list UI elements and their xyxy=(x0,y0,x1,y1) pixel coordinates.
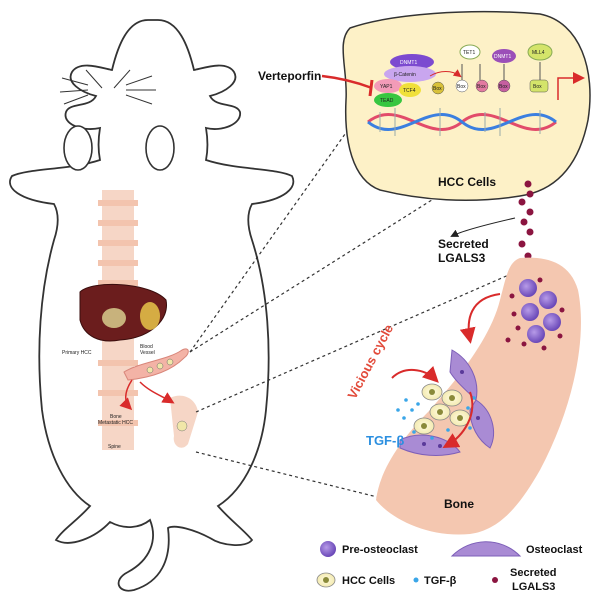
cycle-arrow-right xyxy=(442,391,474,448)
legend-hcc-cells: HCC Cells xyxy=(342,575,395,587)
protein-yap1: YAP1 xyxy=(380,84,393,90)
mouse-leg-bone xyxy=(170,395,198,448)
legend-osteoclast-swatch xyxy=(450,541,522,557)
hcc-cells-label: HCC Cells xyxy=(438,175,496,189)
legend-osteoclast: Osteoclast xyxy=(526,544,583,556)
transcription-arrow xyxy=(557,72,585,100)
liver xyxy=(79,283,167,342)
recruit-arrow xyxy=(459,293,501,344)
hcc-cell-blob xyxy=(342,10,591,201)
protein-complex xyxy=(374,54,436,107)
label-bone-meta-1: Bone xyxy=(110,414,122,420)
label-blood: Blood xyxy=(140,344,153,350)
inhibition-bar xyxy=(368,79,374,97)
protein-tead: TEAD xyxy=(380,98,394,104)
legend-pre-osteoclast: Pre-osteoclast xyxy=(342,544,418,556)
label-vessel: Vessel xyxy=(140,350,155,356)
lgals3-cluster xyxy=(505,277,565,351)
regulator-icons xyxy=(431,43,553,95)
legend-tgf-swatch xyxy=(413,577,419,583)
osteoclast-group xyxy=(399,349,494,456)
vicious-cycle-label: Vicious cycle xyxy=(344,322,396,402)
box-y: Box xyxy=(457,84,466,90)
label-spine: Spine xyxy=(108,444,121,450)
lgals3-stream xyxy=(516,180,534,270)
activation-arrow xyxy=(429,69,462,78)
dna-helix xyxy=(367,108,557,136)
bone-hcc-cells xyxy=(413,383,471,435)
legend-secreted-2: LGALS3 xyxy=(512,581,555,593)
legend-lgals3-swatch xyxy=(492,577,498,583)
bone-region xyxy=(376,257,581,535)
protein-dnmt1: DNMT1 xyxy=(400,60,417,66)
inhibition-line xyxy=(321,74,373,90)
pre-osteoclast-cluster xyxy=(519,279,561,343)
tgf-label: TGF-β xyxy=(366,433,404,448)
blood-vessel xyxy=(123,348,189,381)
tgf-dots xyxy=(396,396,476,440)
legend-pre-osteoclast-swatch xyxy=(320,541,336,557)
protein-tcf4: TCF4 xyxy=(403,88,416,94)
cycle-arrow-top xyxy=(391,365,439,383)
legend-tgf: TGF-β xyxy=(424,575,457,587)
box-g: Box xyxy=(433,86,442,92)
protein-tet1: TET1 xyxy=(463,50,475,56)
box-m: Box xyxy=(499,84,508,90)
label-primary-hcc: Primary HCC xyxy=(62,350,92,356)
secreted-pointer xyxy=(450,217,516,237)
label-bone-meta-2: Metastatic HCC xyxy=(98,420,133,426)
secreted-label-1: Secreted xyxy=(438,237,489,251)
protein-mll4: MLL4 xyxy=(532,50,545,56)
verteporfin-label: Verteporfin xyxy=(258,69,321,83)
box-x: Box xyxy=(533,84,542,90)
legend xyxy=(316,541,522,588)
bone-label: Bone xyxy=(444,497,474,511)
protein-beta-catenin: β-Catenin xyxy=(394,72,416,78)
protein-dnmt1-b: DNMT1 xyxy=(494,54,511,60)
legend-secreted-1: Secreted xyxy=(510,567,556,579)
box-r: Box xyxy=(477,84,486,90)
secreted-label-2: LGALS3 xyxy=(438,251,486,265)
